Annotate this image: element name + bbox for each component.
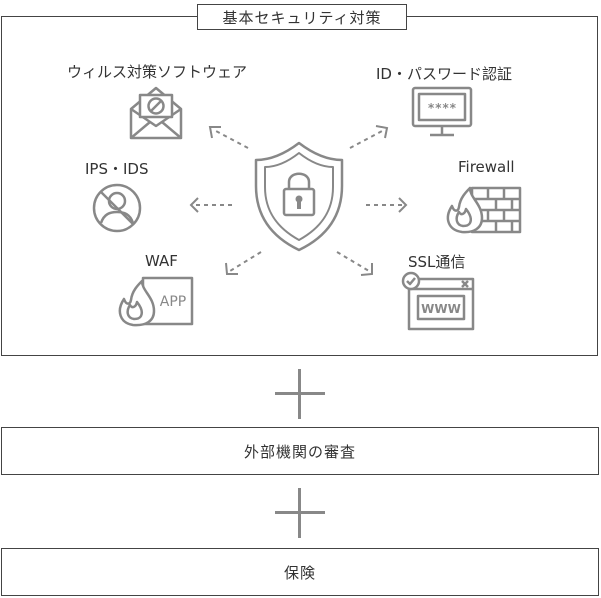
insurance-box: 保険 [1,548,599,596]
arrowhead-id-password [375,125,389,139]
plus-icon [275,488,325,538]
arrowhead-ips-ids [189,197,199,213]
external-audit-box: 外部機関の審査 [1,427,599,475]
app-text: APP [160,294,186,310]
id-password-label: ID・パスワード認証 [376,65,512,83]
shield-lock-icon [254,141,344,252]
arrowhead-firewall [398,197,408,213]
firewall-label: Firewall [458,158,515,176]
password-monitor-icon [411,86,473,137]
arrow-ssl [336,251,370,272]
basic-security-title: 基本セキュリティ対策 [197,4,407,30]
plus-icon [275,369,325,419]
arrow-id-password [349,129,385,149]
arrowhead-waf [225,262,238,275]
ips-ids-label: IPS・IDS [85,160,149,178]
password-mask: **** [428,101,457,115]
arrowhead-antivirus [208,126,221,139]
waf-app-icon [118,276,194,327]
arrowhead-ssl [360,263,373,276]
arrow-waf [229,251,262,272]
blocked-user-icon [92,183,142,233]
ssl-label: SSL通信 [408,253,466,271]
arrow-antivirus [213,129,249,149]
waf-label: WAF [145,252,178,270]
www-text: WWW [421,302,461,316]
antivirus-label: ウィルス対策ソフトウェア [67,63,248,81]
firewall-icon [446,186,522,234]
virus-mail-icon [129,86,183,140]
ssl-browser-icon [401,271,475,331]
